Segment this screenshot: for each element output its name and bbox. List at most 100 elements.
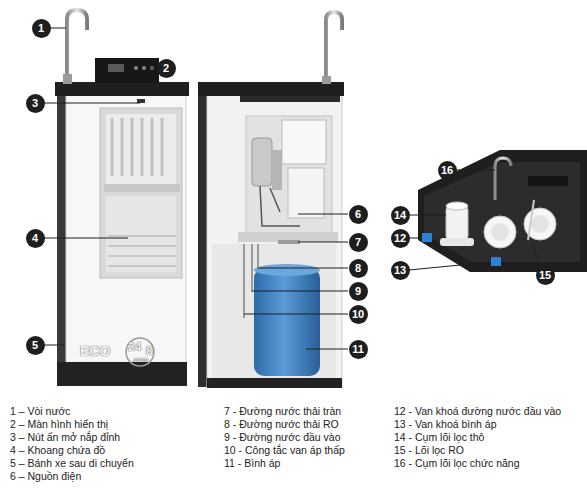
top-inset <box>446 202 468 210</box>
top-inset <box>528 176 568 186</box>
left-unit <box>108 236 176 266</box>
callout-number: 1 <box>38 22 44 34</box>
callout-circle: 14 <box>391 206 410 225</box>
left-unit <box>100 108 182 278</box>
middle-unit <box>207 92 342 387</box>
callout-number: 2 <box>163 62 169 74</box>
left-unit <box>55 82 189 96</box>
middle-unit <box>288 168 324 218</box>
left-unit <box>108 64 124 72</box>
callout-number: 8 <box>355 262 361 274</box>
part-name: 5 – Bánh xe sau di chuyển <box>10 457 134 469</box>
left-unit <box>108 255 176 257</box>
watermark: 24 <box>128 340 141 354</box>
middle-unit <box>240 96 340 102</box>
middle-unit <box>282 120 326 164</box>
callout-circle: 10 <box>349 305 368 324</box>
left-unit <box>108 235 176 237</box>
callout-circle: 9 <box>349 282 368 301</box>
callout-circle: 15 <box>536 266 555 285</box>
part-name: 15 - Lõi lọc RO <box>394 444 464 456</box>
leader-line <box>409 215 446 216</box>
callout-circle: 3 <box>26 94 45 113</box>
part-name: 16 - Cụm lõi lọc chức năng <box>394 457 520 469</box>
left-unit <box>66 92 186 364</box>
part-name: 7 - Đường nước thải tràn <box>224 405 341 417</box>
top-inset <box>484 216 516 248</box>
left-unit <box>141 118 144 176</box>
top-inset <box>418 150 587 272</box>
left-unit <box>104 184 180 192</box>
left-unit <box>111 118 114 176</box>
part-name: 6 – Nguồn điện <box>10 470 81 482</box>
callout-number: 9 <box>355 285 361 297</box>
leader-line <box>50 28 66 29</box>
middle-unit <box>254 264 320 276</box>
middle-unit <box>198 12 344 388</box>
left-unit <box>126 338 154 366</box>
part-name: 14 - Cụm lõi lọc thô <box>394 431 484 443</box>
callout-number: 7 <box>355 236 361 248</box>
left-unit <box>57 362 187 386</box>
top-inset <box>491 223 509 241</box>
callout-circle: 8 <box>349 259 368 278</box>
left-unit <box>106 114 176 184</box>
top-inset <box>440 238 474 246</box>
left-unit <box>161 118 164 176</box>
middle-unit <box>272 150 282 190</box>
leader-line <box>306 349 348 350</box>
watermark: ECO <box>80 343 110 359</box>
left-unit <box>121 118 124 176</box>
middle-unit <box>252 138 272 186</box>
callout-number: 11 <box>352 343 364 355</box>
callout-circle: 2 <box>157 59 176 78</box>
top-inset <box>422 233 432 242</box>
middle-unit <box>212 244 336 382</box>
part-name: 2 – Màn hình hiển thị <box>10 418 108 430</box>
middle-unit <box>260 186 300 226</box>
callout-number: 4 <box>32 232 38 244</box>
part-name: 8 - Đường nước thải RO <box>224 418 339 430</box>
callout-number: 3 <box>32 97 38 109</box>
left-unit <box>137 99 145 103</box>
left-unit <box>63 74 72 84</box>
leader-line <box>298 242 348 243</box>
part-name: 4 – Khoang chứa đồ <box>10 444 105 456</box>
left-unit <box>95 58 159 83</box>
watermark: .com <box>132 356 148 363</box>
leader-line <box>244 314 348 315</box>
left-unit <box>134 66 138 70</box>
callout-number: 5 <box>32 339 38 351</box>
part-name: 9 - Đường nước đầu vào <box>224 431 341 443</box>
top-inset <box>491 257 501 266</box>
part-name: 13 - Van khoá bình áp <box>394 418 497 430</box>
leader-line <box>44 103 140 104</box>
callout-number: 15 <box>539 269 551 281</box>
leader-line <box>258 268 348 269</box>
middle-unit <box>254 268 320 376</box>
leader-line <box>456 170 495 171</box>
callout-circle: 12 <box>391 229 410 248</box>
leader-line <box>150 68 156 69</box>
left-unit <box>112 118 162 176</box>
callout-number: 16 <box>441 164 453 176</box>
left-unit <box>108 245 176 247</box>
top-inset <box>446 206 468 240</box>
callout-circle: 7 <box>349 233 368 252</box>
part-name: 11 - Bình áp <box>224 457 280 469</box>
leader-line <box>44 28 540 349</box>
top-inset <box>495 158 511 200</box>
left-unit <box>142 66 146 70</box>
part-name: 10 - Công tắc van áp thấp <box>224 444 345 456</box>
leader-line <box>298 214 348 215</box>
left-unit <box>108 265 176 267</box>
middle-unit <box>207 378 342 388</box>
top-inset <box>528 200 534 240</box>
callout-circle: 6 <box>349 205 368 224</box>
leader-line <box>409 262 491 270</box>
callout-circle: 4 <box>26 229 45 248</box>
part-name: 1 – Vòi nước <box>10 405 71 417</box>
left-unit <box>67 10 87 84</box>
